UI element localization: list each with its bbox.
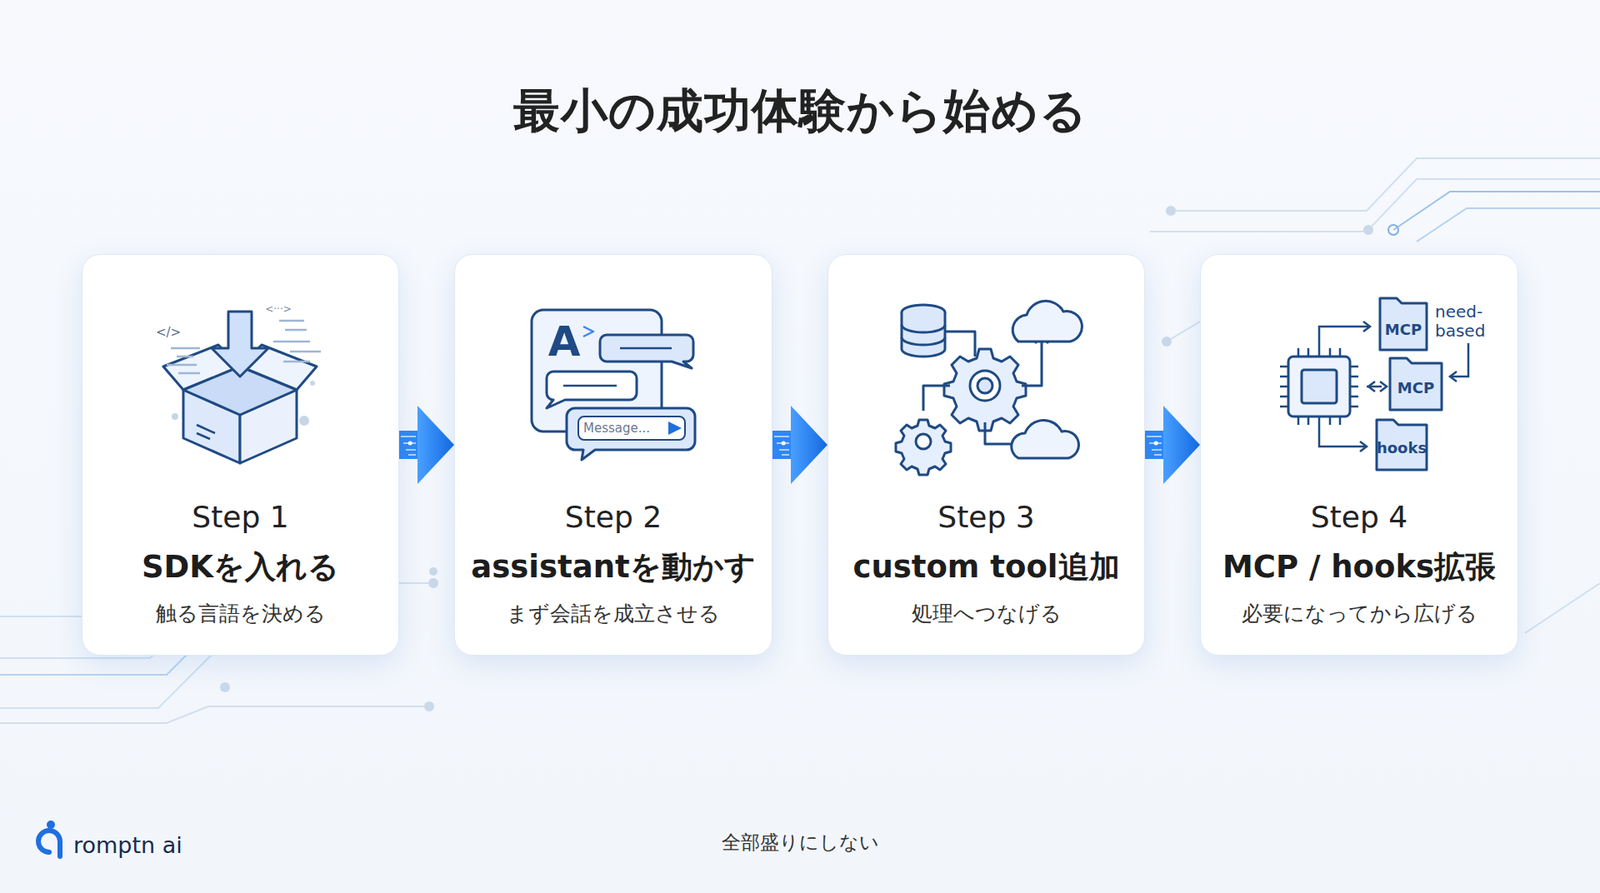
step-number: Step 3 (828, 500, 1145, 535)
step-heading: SDKを入れる (82, 546, 399, 589)
step-heading: MCP / hooks拡張 (1200, 546, 1518, 589)
footer-caption: 全部盛りにしない (0, 830, 1600, 856)
chip-icon (1280, 348, 1359, 425)
slide-title: 最小の成功体験から始める (0, 80, 1600, 144)
logo-mark (38, 820, 60, 857)
package-icon (163, 311, 317, 464)
tool-icon (895, 300, 1082, 475)
step-card: Step 3 custom tool追加処理へつなげる (827, 254, 1145, 656)
step-heading: assistantを動かす (455, 546, 772, 589)
flow-arrow (772, 405, 828, 485)
step-card: Step 1 SDKを入れる触る言語を決める (81, 254, 400, 656)
step-description: 処理へつなげる (828, 600, 1145, 628)
flow-arrow (399, 405, 455, 485)
circuit-lines (0, 158, 1600, 724)
step-number: Step 4 (1200, 500, 1518, 535)
step-description: 必要になってから広げる (1200, 600, 1518, 628)
chat-icon (531, 310, 695, 460)
step-description: 触る言語を決める (82, 600, 399, 628)
chip-links (1319, 321, 1469, 452)
step-description: まず会話を成立させる (455, 600, 772, 628)
step-card: Step 2 assistantを動かすまず会話を成立させる (454, 254, 773, 656)
step-number: Step 2 (455, 500, 772, 535)
folder-icons (1376, 298, 1442, 470)
step-card: Step 4 MCP / hooks拡張必要になってから広げる (1200, 254, 1519, 656)
step-number: Step 1 (82, 500, 399, 535)
step-heading: custom tool追加 (828, 546, 1145, 589)
brand-logo: romptn ai (73, 832, 183, 859)
code-dashes (166, 320, 321, 426)
flow-arrow (1145, 405, 1200, 485)
